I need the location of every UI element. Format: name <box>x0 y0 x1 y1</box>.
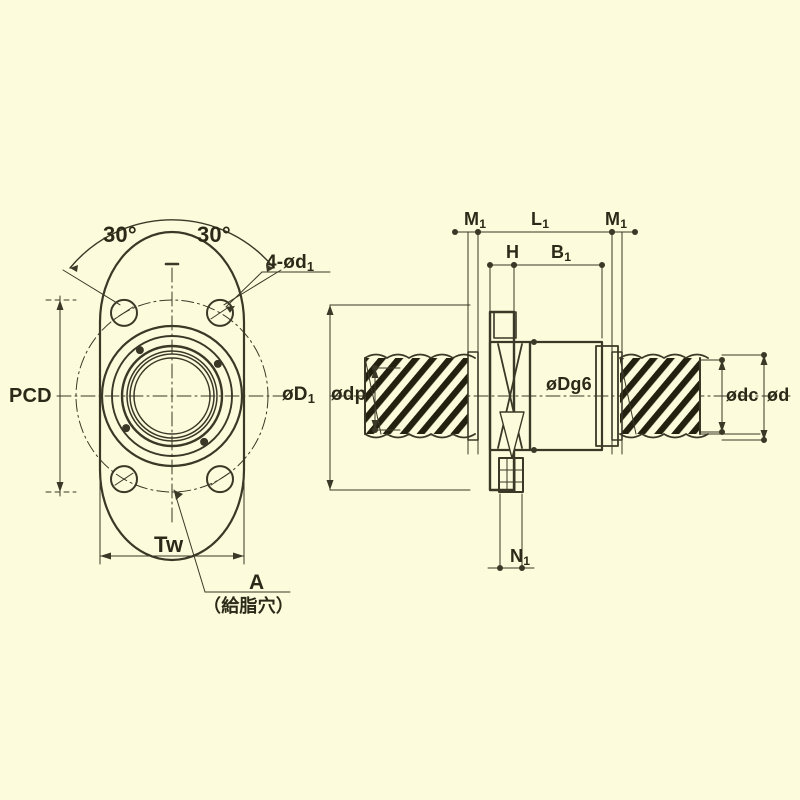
dim-label-D1-text: øD <box>282 384 308 405</box>
dim-label-H: H <box>506 242 520 262</box>
angle-label-right: 30° <box>197 222 231 247</box>
dc-dot-bot <box>719 429 725 435</box>
b1-dim-dot-r <box>599 262 605 268</box>
bolt-hole-1 <box>206 298 234 327</box>
dp-dim-arrow-top <box>371 368 379 378</box>
dim-label-M1-right-sub: 1 <box>620 216 628 231</box>
n1-dot-l <box>497 565 503 571</box>
dim-label-B1-sub: 1 <box>564 249 572 264</box>
dp-dim-arrow-bot <box>371 420 379 430</box>
angle-label-left: 30° <box>103 222 137 247</box>
bolt-callout-arrow <box>226 305 235 313</box>
dim-label-dp: ødp <box>331 384 367 405</box>
bolt-hole-mark-2 <box>114 472 134 486</box>
grease-dot-1 <box>122 424 131 433</box>
bolt-hole-mark-3 <box>210 472 230 486</box>
tw-arrow-left <box>100 552 111 560</box>
b1-dim-dot-l <box>511 262 517 268</box>
grease-nipple-cone <box>499 411 525 459</box>
bolt-hole-callout-sub: 1 <box>306 258 315 274</box>
dim-label-N1-text: N <box>510 546 524 566</box>
thread-end-L <box>364 357 382 435</box>
dim-label-Dg6: øDg6 <box>546 374 592 394</box>
grease-hole-leader <box>173 489 206 593</box>
dim-label-M1-left-text: M <box>464 209 480 229</box>
h-dim-dot-l <box>487 262 493 268</box>
m1-right-dim-dot-l <box>609 229 615 235</box>
dc-dot-top <box>719 357 725 363</box>
dim-label-d: ød <box>767 385 790 405</box>
thread-crest-bot-L <box>364 433 476 439</box>
bolt-hole-callout: 4-ød1 <box>266 252 315 274</box>
tw-label: Tw <box>154 532 184 557</box>
bolt-hole-mark-0 <box>114 306 134 320</box>
flange-top-cap <box>493 311 517 339</box>
l1-dim-dot-l <box>475 229 481 235</box>
d-dim-arrow-top <box>760 355 768 365</box>
dim-label-D1: øD1 <box>282 384 316 406</box>
thread-crest-top-L <box>364 353 476 359</box>
bolt-callout-leader <box>225 271 263 308</box>
dc-dim-arrow-bot <box>718 422 726 432</box>
angle-leader-left <box>62 269 121 306</box>
bolt-hole-2 <box>110 465 138 494</box>
section-letter-a: A <box>249 571 265 594</box>
angle-arrow-right <box>266 265 274 272</box>
thread-crest-bot-R <box>619 433 709 439</box>
dim-label-N1-sub: 1 <box>523 553 531 568</box>
dp-dot-bot <box>372 427 378 433</box>
flange-outline <box>98 230 246 562</box>
d-dim-arrow-bot <box>760 430 768 440</box>
nut-collar-right <box>595 345 619 447</box>
dim-label-dc: ødc <box>726 385 759 405</box>
thread-crest-top-R <box>619 353 709 359</box>
dim-label-L1-sub: 1 <box>542 216 550 231</box>
dim-label-M1-right-text: M <box>605 209 621 229</box>
dp-dot-top <box>372 365 378 371</box>
pcd-arrow-top <box>56 300 64 310</box>
tw-arrow-right <box>233 552 244 560</box>
grease-hole-arrow <box>174 490 183 500</box>
bolt-hole-3 <box>206 465 234 494</box>
angle-arrow-left <box>70 265 78 272</box>
m1-right-dim-dot-r <box>632 229 638 235</box>
dim-label-L1: L1 <box>531 209 550 231</box>
thread-hatch-L <box>365 358 468 434</box>
bolt-hole-callout-text: 4-ød <box>266 252 307 273</box>
dim-label-L1-text: L <box>531 209 543 229</box>
dim-label-B1: B1 <box>551 242 572 264</box>
grease-dot-2 <box>135 346 144 355</box>
d1-dim-arrow-top <box>326 305 334 315</box>
dc-dim-arrow-top <box>718 360 726 370</box>
grease-dot-3 <box>213 359 222 368</box>
n1-dot-r <box>519 565 525 571</box>
grease-nipple-body <box>498 457 524 493</box>
grease-dot-0 <box>200 437 209 446</box>
d-dot-top <box>761 352 767 358</box>
pcd-arrow-bot <box>56 482 64 492</box>
dim-label-B1-text: B <box>551 242 565 262</box>
bolt-hole-0 <box>110 298 138 327</box>
m1-left-dim-dot-l <box>452 229 458 235</box>
pcd-label: PCD <box>9 385 52 407</box>
dim-label-N1: N1 <box>510 546 531 568</box>
dim-label-D1-sub: 1 <box>307 390 316 406</box>
dim-label-M1-left: M1 <box>464 209 487 231</box>
dim-label-M1-right: M1 <box>605 209 628 231</box>
d-dot-bot <box>761 437 767 443</box>
grease-hole-note: （給脂穴） <box>203 596 294 617</box>
thread-hatch-R <box>620 358 700 434</box>
d1-dim-arrow-bot <box>326 480 334 490</box>
angle-arc <box>69 219 275 269</box>
dim-label-M1-left-sub: 1 <box>479 216 487 231</box>
bolt-hole-mark-1 <box>210 306 230 320</box>
